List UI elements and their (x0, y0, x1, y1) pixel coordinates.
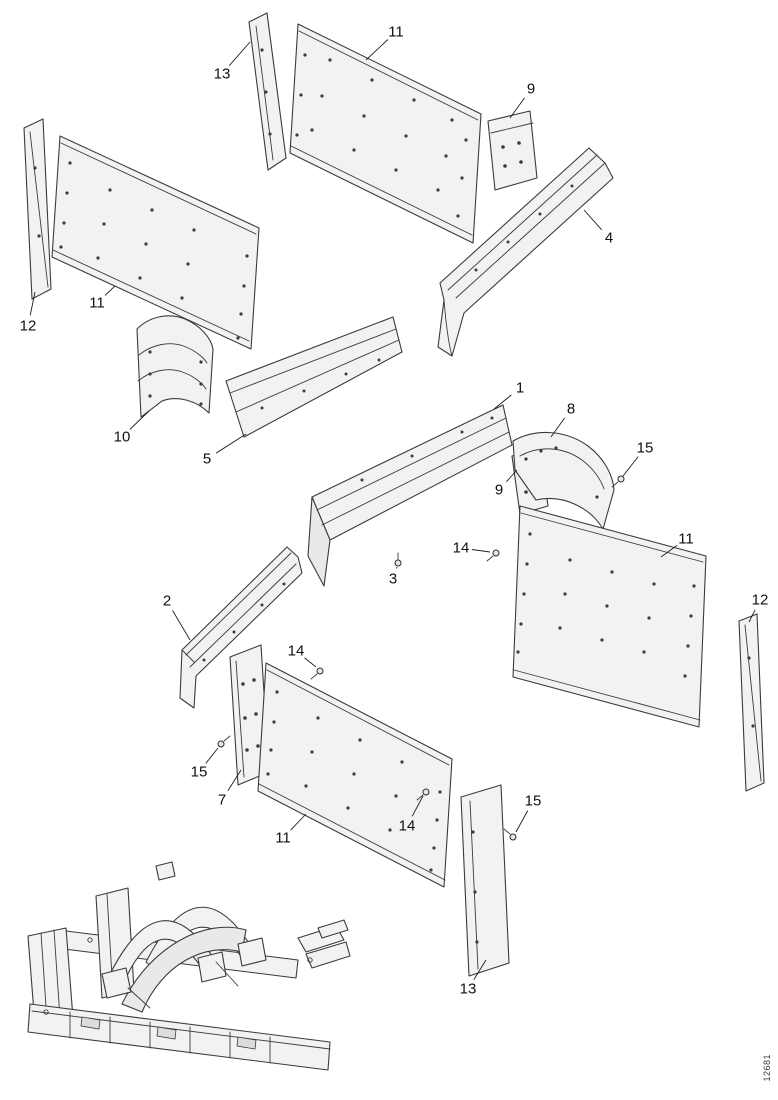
part-strip-bottom-13 (460, 784, 510, 977)
callout-leader-line (205, 747, 219, 764)
callout-leader-line (550, 417, 565, 438)
bolt-15-b (217, 735, 231, 748)
bolt-15-a (611, 475, 625, 488)
callout-label: 15 (637, 440, 654, 457)
callout-label: 8 (567, 401, 575, 418)
callout-label: 12 (20, 318, 37, 335)
callout-label: 12 (752, 592, 769, 609)
doc-number: 12681 (762, 1054, 772, 1082)
part-rail-5 (225, 316, 403, 438)
bolt-14-c (416, 788, 430, 801)
callout-label: 2 (163, 593, 171, 610)
part-panel-right-11 (512, 505, 707, 728)
callout-leader-line (583, 209, 603, 231)
callout-label: 3 (389, 571, 397, 588)
callout-label: 1 (516, 380, 524, 397)
part-plate-7 (229, 644, 270, 786)
callout-label: 13 (460, 981, 477, 998)
callout-leader-line (304, 657, 317, 668)
callout-leader-line (660, 545, 678, 558)
callout-leader-line (29, 291, 36, 316)
callouts: 13 11 9 4 12 11 10 5 1 8 9 15 14 3 11 12 2 14 15 7 11 14 15 13 (20, 24, 769, 998)
callout-leader-line (622, 456, 639, 477)
callout-label: 14 (288, 643, 305, 660)
bolt-14-a (486, 549, 500, 562)
base-frame-assembly (27, 861, 351, 1071)
callout-label: 15 (191, 764, 208, 781)
callout-leader-line (396, 566, 398, 569)
callout-leader-line (172, 610, 191, 641)
callout-leader-line (228, 41, 251, 67)
callout-leader-line (104, 285, 116, 296)
part-bracket-9-upper (487, 110, 538, 191)
bolt-15-c (503, 828, 517, 841)
callout-leader-line (129, 410, 150, 430)
part-rail-1 (307, 404, 513, 587)
part-panel-top-11 (289, 23, 482, 244)
part-rail-2 (179, 546, 303, 709)
callout-label: 5 (203, 451, 211, 468)
callout-label: 7 (218, 792, 226, 809)
callout-label: 9 (527, 81, 535, 98)
callout-leader-line (290, 813, 307, 831)
callout-leader-line (506, 469, 518, 483)
callout-label: 14 (399, 818, 416, 835)
callout-label: 11 (275, 830, 291, 847)
callout-label: 11 (388, 24, 404, 41)
callout-label: 4 (605, 230, 613, 247)
part-strip-right-12 (738, 613, 765, 792)
callout-label: 14 (453, 540, 470, 557)
callout-leader-line (515, 810, 529, 833)
part-rail-4 (437, 147, 614, 357)
part-bracket-8 (512, 431, 615, 530)
callout-leader-line (411, 795, 424, 817)
callout-label: 13 (214, 66, 231, 83)
part-strip-left-12 (23, 118, 52, 300)
callout-leader-line (509, 97, 525, 119)
callout-label: 15 (525, 793, 542, 810)
bolt-14-b (310, 667, 324, 680)
callout-label: 11 (678, 531, 694, 548)
callout-leader-line (493, 394, 512, 410)
callout-label: 9 (495, 482, 503, 499)
callout-leader-line (748, 609, 756, 623)
part-strip-top-13 (248, 12, 287, 171)
callout-leader-line (365, 39, 389, 61)
callout-label: 10 (114, 429, 131, 446)
callout-leader-line (227, 769, 242, 791)
callout-leader-line (216, 433, 247, 454)
callout-leader-line (471, 549, 491, 553)
callout-leader-line (473, 959, 487, 980)
bolt-3 (394, 552, 402, 567)
part-panel-left-11 (51, 135, 260, 350)
part-corner-10 (136, 315, 214, 418)
callout-label: 11 (89, 295, 105, 312)
part-panel-bottom-11 (257, 662, 453, 888)
